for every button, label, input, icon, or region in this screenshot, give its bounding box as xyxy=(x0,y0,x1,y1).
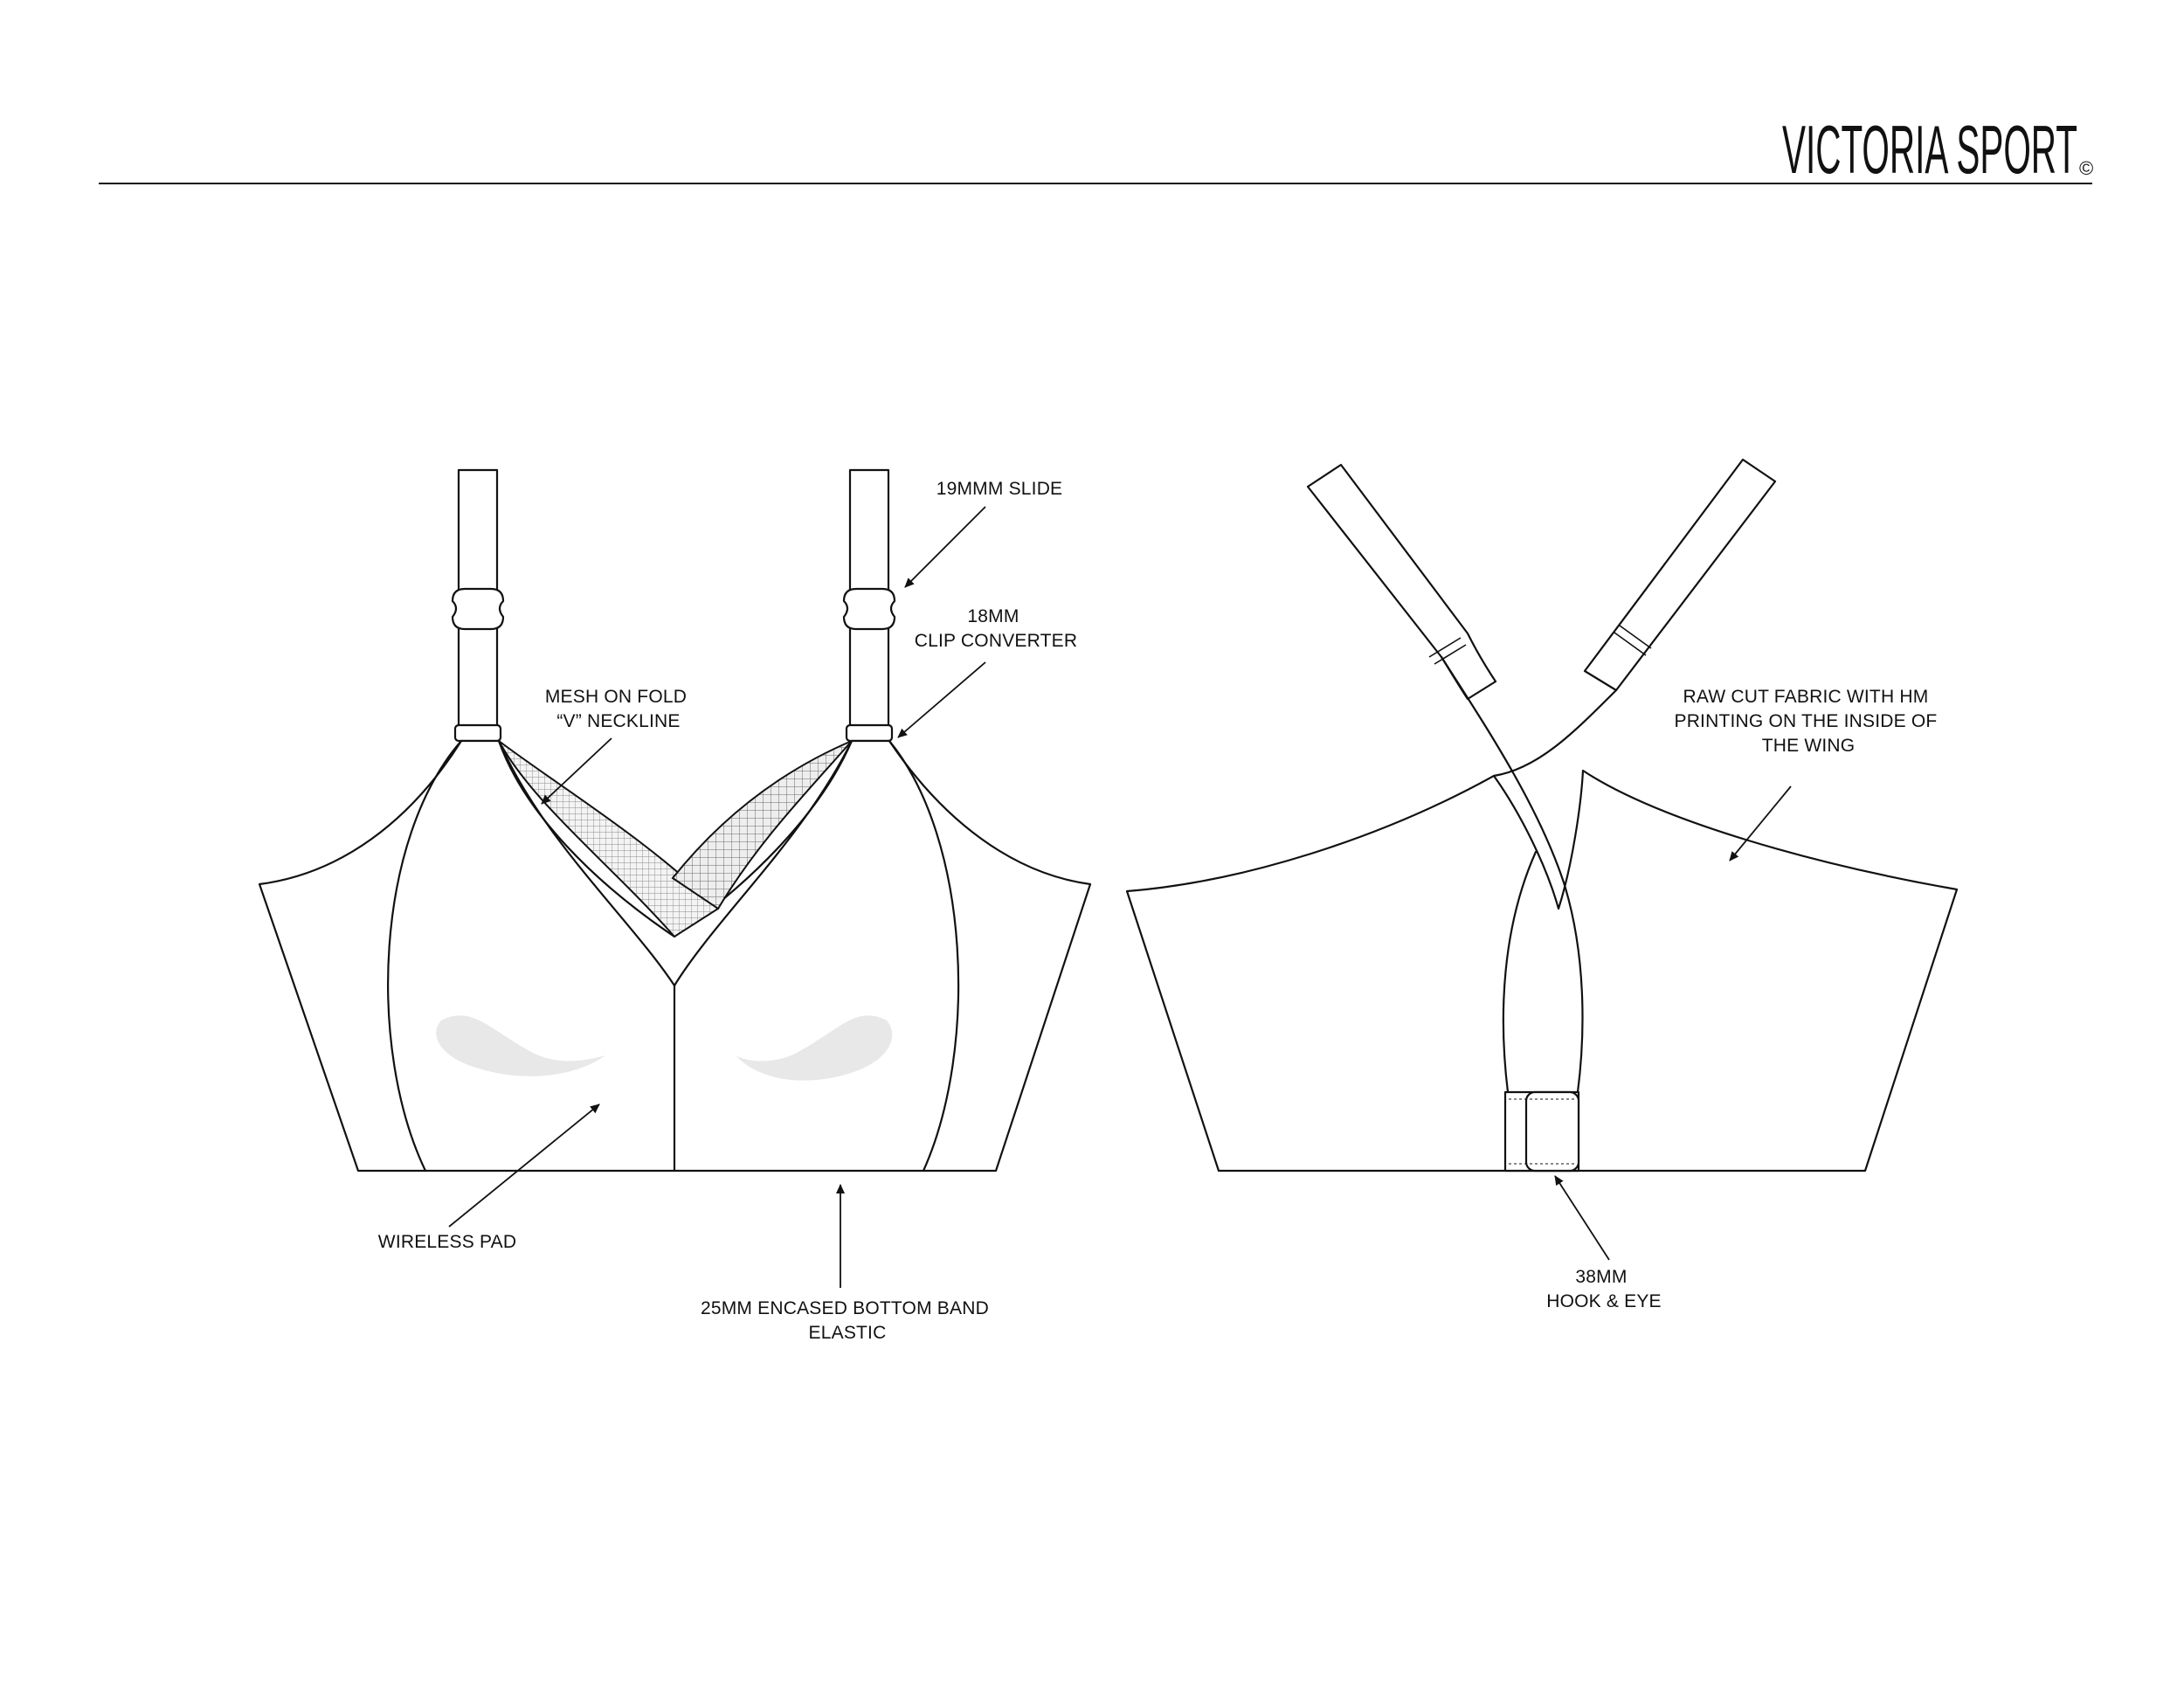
arrow-clip xyxy=(897,661,986,738)
callout-labels: 19MMM SLIDE 18MM CLIP CONVERTER MESH ON … xyxy=(378,479,1942,1343)
wireless-pad-left xyxy=(436,1015,605,1076)
arrow-pad xyxy=(448,1103,600,1228)
back-wing-cross-right xyxy=(1492,688,1618,778)
back-strap-marker-right xyxy=(1614,625,1652,656)
front-seam-left xyxy=(387,739,463,1173)
arrow-wing xyxy=(1729,785,1792,861)
back-strap-right xyxy=(1583,458,1777,692)
arrow-mesh xyxy=(541,737,612,805)
label-mesh: MESH ON FOLD “V” NECKLINE xyxy=(545,687,692,731)
v-neckline-edge xyxy=(497,739,854,987)
front-seam-right xyxy=(888,739,960,1173)
arrow-slide xyxy=(904,506,986,588)
mesh-panel-right xyxy=(671,740,853,910)
front-strap-right xyxy=(842,468,896,743)
strap-clip-right xyxy=(845,723,894,743)
brand-logo: VICTORIA SPORT xyxy=(1782,111,2077,188)
back-body-outline xyxy=(1125,769,1959,1173)
callout-arrows xyxy=(448,506,1792,1288)
strap-slide-left xyxy=(451,587,505,631)
back-strap-marker-left xyxy=(1428,637,1467,665)
back-strap-left xyxy=(1306,463,1497,701)
back-view xyxy=(1125,458,1959,1173)
front-view xyxy=(258,468,1092,1173)
label-hook: 38MM HOOK & EYE xyxy=(1546,1267,1662,1311)
label-pad: WIRELESS PAD xyxy=(378,1232,516,1252)
strap-clip-left xyxy=(453,723,502,743)
wireless-pad-right xyxy=(736,1015,893,1081)
brand-copyright-mark: © xyxy=(2079,157,2093,179)
front-strap-left xyxy=(451,468,505,743)
back-keyhole xyxy=(1502,850,1584,1094)
hook-and-eye xyxy=(1503,1090,1580,1173)
arrow-hook xyxy=(1554,1175,1610,1261)
label-clip: 18MM CLIP CONVERTER xyxy=(915,606,1077,651)
label-band: 25MM ENCASED BOTTOM BAND ELASTIC xyxy=(701,1298,994,1343)
header: VICTORIA SPORT © xyxy=(99,111,2093,188)
back-wing-cross-left xyxy=(1440,655,1565,884)
label-wing: RAW CUT FABRIC WITH HM PRINTING ON THE I… xyxy=(1674,687,1942,756)
label-slide: 19MMM SLIDE xyxy=(936,479,1063,499)
strap-slide-right xyxy=(842,587,896,631)
